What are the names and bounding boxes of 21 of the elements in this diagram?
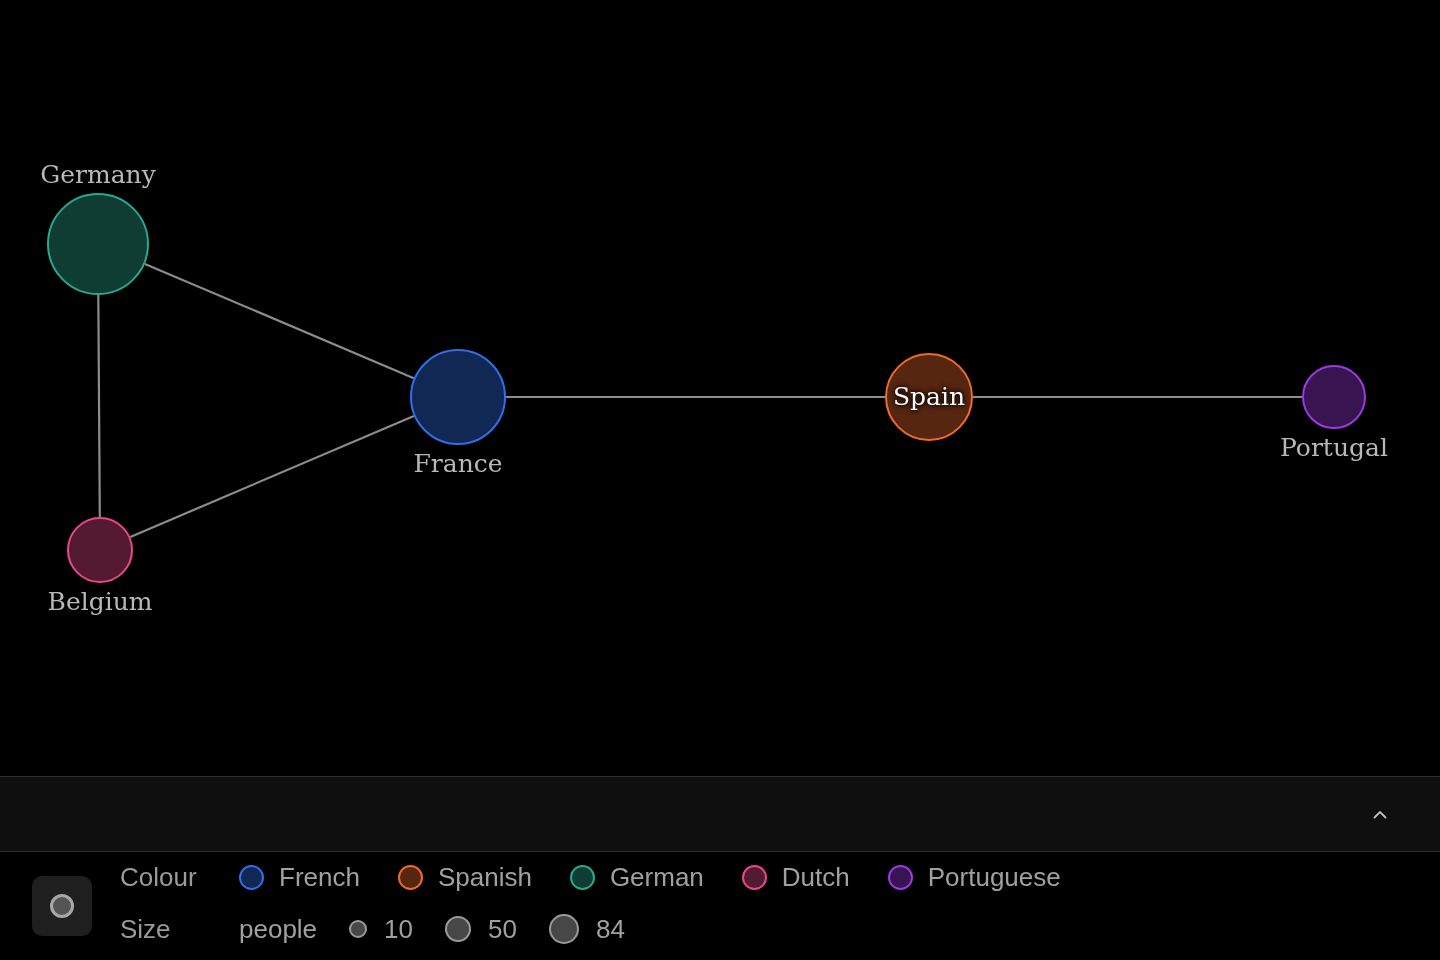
legend-label: 10 — [384, 913, 413, 945]
legend-unit-label: people — [239, 913, 318, 945]
legend-label: 50 — [488, 913, 517, 945]
connector-line — [144, 262, 415, 380]
node-label: France — [413, 449, 503, 479]
node-label: Spain — [892, 382, 966, 412]
legend-label: German — [609, 861, 704, 893]
legend-label: 84 — [595, 913, 625, 945]
node-label: Belgium — [47, 587, 153, 617]
connector-line — [506, 395, 885, 399]
legend-label: Portuguese — [927, 861, 1061, 893]
legend-heading: Size — [120, 913, 171, 945]
legend-label: Dutch — [781, 861, 850, 893]
legend-label: French — [279, 861, 360, 893]
node-label: Portugal — [1280, 433, 1388, 463]
legend-heading: Colour — [120, 861, 197, 893]
connector-line — [97, 295, 101, 517]
connector-line — [129, 414, 415, 538]
node-label: Germany — [40, 160, 156, 190]
connector-line — [973, 395, 1302, 399]
legend-label: Spanish — [437, 861, 532, 893]
